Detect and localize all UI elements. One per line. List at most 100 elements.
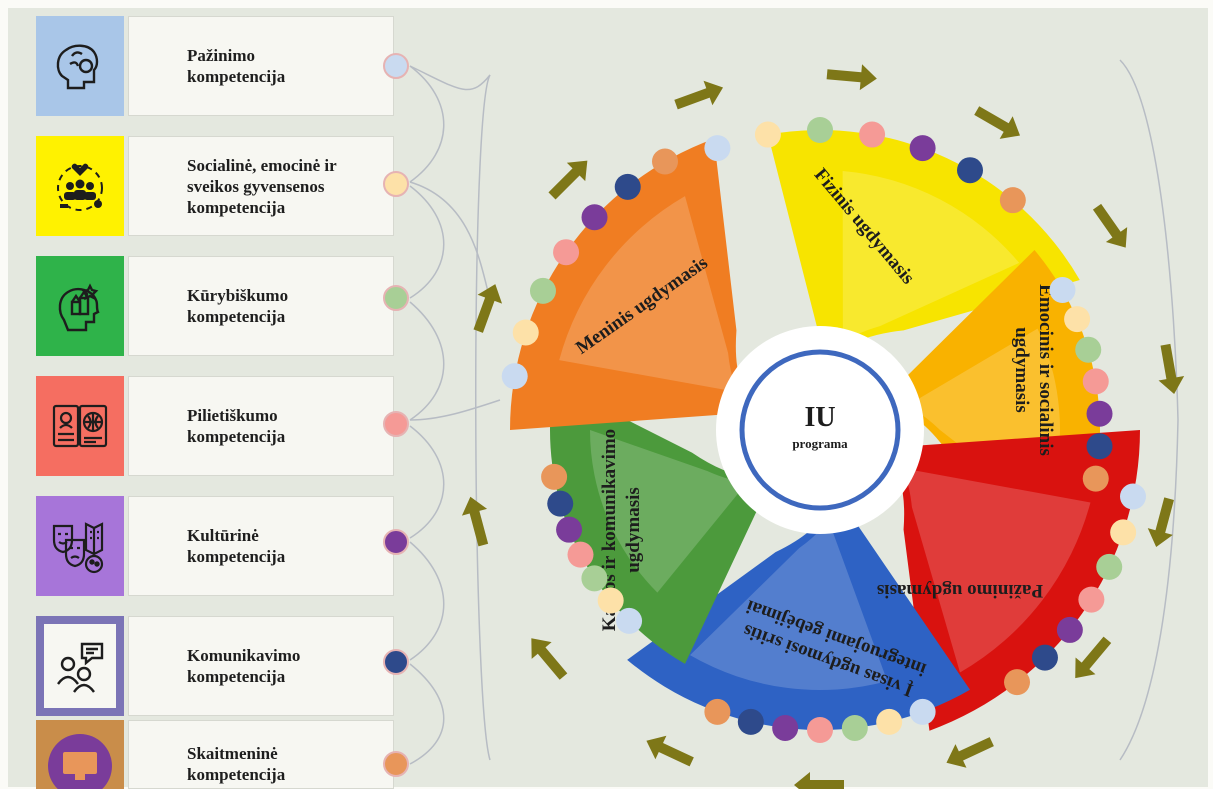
cycle-arrow xyxy=(473,284,503,333)
sector-label-line: ugdymasis xyxy=(1011,327,1032,413)
center-subtitle: programa xyxy=(792,436,848,451)
wheel-dot xyxy=(1120,483,1147,510)
sector-label-line: Pažinimo ugdymasis xyxy=(877,580,1043,601)
wheel-dot xyxy=(841,714,868,741)
competency-dot xyxy=(383,53,409,79)
wheel-dot xyxy=(541,463,568,490)
wheel-dot xyxy=(1096,553,1123,580)
sector-shape xyxy=(627,470,970,731)
wheel-dot xyxy=(1078,586,1105,613)
cycle-arrow-shape xyxy=(1158,343,1185,394)
wheel-dot xyxy=(909,698,936,725)
wheel-dot xyxy=(737,708,764,735)
wheel-dot xyxy=(614,173,641,200)
competency-row-creativity: Kūrybiškumo kompetencija xyxy=(36,256,398,356)
competency-label: Komunikavimo kompetencija xyxy=(187,646,301,686)
wheel-dot xyxy=(704,698,731,725)
wheel-dot xyxy=(547,490,574,517)
wheel-dot xyxy=(999,187,1026,214)
wheel-dot xyxy=(1086,433,1113,460)
wheel-dot xyxy=(772,714,799,741)
competency-label-box: Skaitmeninė kompetencija xyxy=(128,720,394,789)
sector-label-line: Emocinis ir socialinis xyxy=(1035,284,1056,456)
cycle-arrow-shape xyxy=(1092,203,1128,248)
cycle-arrow-shape xyxy=(974,106,1021,139)
wheel-dot xyxy=(1056,616,1083,643)
competency-label: Kūrybiškumo kompetencija xyxy=(187,286,289,326)
competency-label: Pilietiškumo kompetencija xyxy=(187,406,286,446)
center-circle xyxy=(716,326,924,534)
cycle-arrow-shape xyxy=(946,737,994,768)
cycle-arrow-shape xyxy=(531,638,568,680)
sector-label-cognitive: Pažinimo ugdymasis xyxy=(877,580,1043,601)
wheel-dot xyxy=(1049,277,1076,303)
wheel-dot xyxy=(581,565,608,592)
competency-dot xyxy=(383,649,409,675)
sector-highlight xyxy=(830,170,1020,398)
wheel-dot xyxy=(512,319,539,346)
wheel-dot xyxy=(501,363,528,390)
cycle-arrow xyxy=(946,737,994,768)
cycle-arrow xyxy=(1092,203,1128,248)
competency-label: Socialinė, emocinė ir sveikos gyvensenos… xyxy=(187,155,337,217)
wheel-dot xyxy=(556,516,583,543)
sector-label-line: ugdymasis xyxy=(623,487,644,573)
wheel-dot xyxy=(1082,368,1109,395)
cycle-arrow-shape xyxy=(674,80,724,110)
competency-label-box: Kūrybiškumo kompetencija xyxy=(128,256,394,356)
wheel-dot xyxy=(567,541,594,568)
competency-label-box: Kultūrinė kompetencija xyxy=(128,496,394,596)
cycle-arrow-shape xyxy=(646,735,694,767)
competency-label: Pažinimo kompetencija xyxy=(187,46,286,86)
competency-label-box: Pilietiškumo kompetencija xyxy=(128,376,394,476)
cycle-arrow xyxy=(826,64,877,91)
wheel-dot xyxy=(1064,306,1091,333)
wheel-dot xyxy=(597,587,624,614)
wheel-dot xyxy=(652,148,678,175)
wheel-dot xyxy=(876,708,903,735)
sector-highlight xyxy=(848,450,1091,673)
cycle-arrow xyxy=(548,160,588,200)
wheel-dot xyxy=(1082,465,1109,492)
competency-row-citizenship: Pilietiškumo kompetencija xyxy=(36,376,398,476)
competency-dot xyxy=(383,171,409,197)
cycle-arrow-shape xyxy=(1147,497,1174,547)
competency-row-culture: Kultūrinė kompetencija xyxy=(36,496,398,596)
cycle-arrow xyxy=(1075,636,1112,679)
cycle-arrow xyxy=(531,638,568,680)
wheel-dot xyxy=(807,117,833,143)
competency-label: Kultūrinė kompetencija xyxy=(187,526,286,566)
wheel-dot xyxy=(581,204,608,231)
cycle-arrow-shape xyxy=(826,64,877,91)
wheel-dot xyxy=(754,121,781,148)
competency-dot xyxy=(383,411,409,437)
wheel-dot xyxy=(1031,644,1058,671)
wheel-dot xyxy=(957,157,983,184)
wheel-dot xyxy=(616,607,643,634)
sector-highlight xyxy=(590,430,782,593)
chat-people-icon xyxy=(36,616,124,716)
cycle-arrow xyxy=(1147,497,1174,547)
cycle-arrow xyxy=(674,80,724,110)
center-title: IU xyxy=(804,402,835,433)
sector-shape xyxy=(510,138,786,430)
competency-dot xyxy=(383,529,409,555)
competency-label-box: Komunikavimo kompetencija xyxy=(128,616,394,716)
cycle-arrow xyxy=(646,735,694,767)
competency-row-digital: Skaitmeninė kompetencija xyxy=(36,720,398,789)
competency-row-cognitive: Pažinimo kompetencija xyxy=(36,16,398,116)
competency-dot xyxy=(383,285,409,311)
cycle-arrow xyxy=(794,772,844,789)
wheel-dot xyxy=(1004,669,1031,696)
wheel-dot xyxy=(704,135,731,162)
wheel-dot xyxy=(1086,400,1113,427)
wheel-dot xyxy=(859,121,886,148)
cycle-arrow-shape xyxy=(473,284,503,333)
competency-row-communication: Komunikavimo kompetencija xyxy=(36,616,398,716)
cycle-arrow xyxy=(1158,343,1185,394)
creative-head-icon xyxy=(36,256,124,356)
monitor-icon xyxy=(36,720,124,789)
